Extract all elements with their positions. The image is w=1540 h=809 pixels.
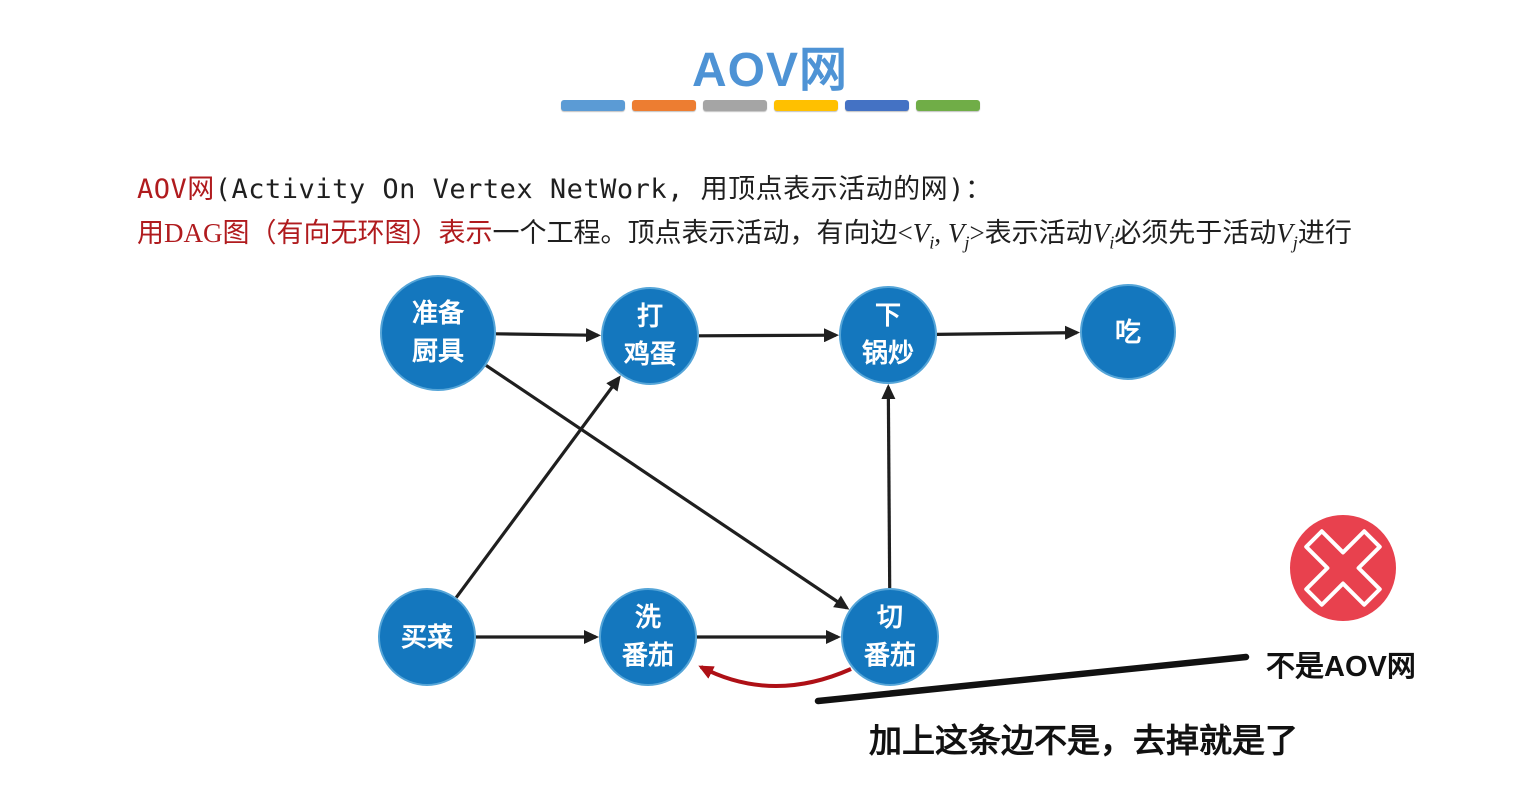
node-label-wash-tomato: 番茄	[622, 640, 674, 670]
node-label-stir-fry: 下	[875, 300, 901, 330]
title-divider-bars	[0, 100, 1540, 111]
definition-line2-text: 一个工程。顶点表示活动，有向边<	[492, 218, 913, 248]
vertex-j-subscript: j	[1292, 232, 1298, 253]
definition-line-1: AOV网(Activity On Vertex NetWork, 用顶点表示活动…	[137, 173, 992, 207]
definition-line2-text: 进行	[1297, 218, 1352, 248]
node-circle-wash-tomato	[599, 588, 697, 686]
node-label-wash-tomato: 洗	[635, 602, 661, 632]
separator: ,	[934, 218, 948, 248]
node-label-eat: 吃	[1115, 317, 1141, 347]
definition-line-2: 用DAG图（有向无环图）表示一个工程。顶点表示活动，有向边<Vi, Vj>表示活…	[137, 216, 1352, 259]
divider-bar	[915, 100, 980, 111]
vertex-j-symbol: V	[947, 218, 965, 248]
divider-bar	[773, 100, 838, 111]
node-label-cut-tomato: 切	[877, 602, 903, 632]
node-label-stir-fry: 锅炒	[862, 338, 914, 368]
edge-prepare-utensils-to-cut-tomato	[485, 364, 850, 610]
node-circle-prepare-utensils	[380, 275, 496, 391]
error-cross-icon	[1290, 515, 1396, 621]
node-label-prepare-utensils: 准备	[412, 298, 465, 328]
bottom-note: 加上这条边不是，去掉就是了	[869, 722, 1298, 759]
edge-beat-eggs-to-stir-fry	[698, 328, 839, 343]
node-label-buy-groceries: 买菜	[401, 622, 453, 652]
callout-line	[814, 653, 1250, 705]
node-circle-stir-fry	[839, 286, 937, 384]
node-stir-fry: 下锅炒	[839, 286, 937, 384]
node-cut-tomato: 切番茄	[841, 588, 939, 686]
divider-bar	[560, 100, 625, 111]
definition-line2-text: >表示活动	[969, 218, 1093, 248]
node-eat: 吃	[1080, 284, 1176, 380]
node-circle-eat	[1080, 284, 1176, 380]
definition-term: AOV网	[137, 174, 215, 205]
edge-cut-tomato-to-wash-tomato-invalid	[698, 665, 852, 688]
node-label-cut-tomato: 番茄	[864, 640, 916, 670]
edge-cut-tomato-to-stir-fry	[881, 384, 896, 589]
page-title: AOV网	[691, 44, 849, 97]
node-circle-buy-groceries	[378, 588, 476, 686]
node-circle-cut-tomato	[841, 588, 939, 686]
divider-bar	[631, 100, 696, 111]
edge-prepare-utensils-to-beat-eggs	[495, 328, 601, 343]
vertex-i-symbol: V	[1092, 218, 1110, 248]
edge-stir-fry-to-eat	[936, 325, 1080, 340]
node-beat-eggs: 打鸡蛋	[601, 287, 699, 385]
node-label-beat-eggs: 鸡蛋	[623, 339, 676, 369]
node-circle-beat-eggs	[601, 287, 699, 385]
node-wash-tomato: 洗番茄	[599, 588, 697, 686]
definition-line2-text: 必须先于活动	[1114, 218, 1277, 248]
node-buy-groceries: 买菜	[378, 588, 476, 686]
not-aov-label: 不是AOV网	[1266, 651, 1416, 683]
node-label-beat-eggs: 打	[637, 301, 663, 331]
vertex-i-subscript: i	[1109, 232, 1115, 253]
vertex-j-symbol: V	[1276, 218, 1293, 248]
vertex-i-subscript: i	[929, 232, 935, 253]
vertex-j-subscript: j	[964, 232, 970, 253]
vertex-i-symbol: V	[912, 218, 930, 248]
definition-line1-text: (Activity On Vertex NetWork, 用顶点表示活动的网)：	[214, 174, 993, 205]
edge-buy-groceries-to-beat-eggs	[454, 375, 621, 599]
divider-bar	[702, 100, 767, 111]
error-cross	[1304, 529, 1382, 607]
divider-bar	[844, 100, 909, 111]
node-label-prepare-utensils: 厨具	[412, 336, 464, 366]
dag-term: 用DAG图（有向无环图）表示	[137, 218, 493, 248]
